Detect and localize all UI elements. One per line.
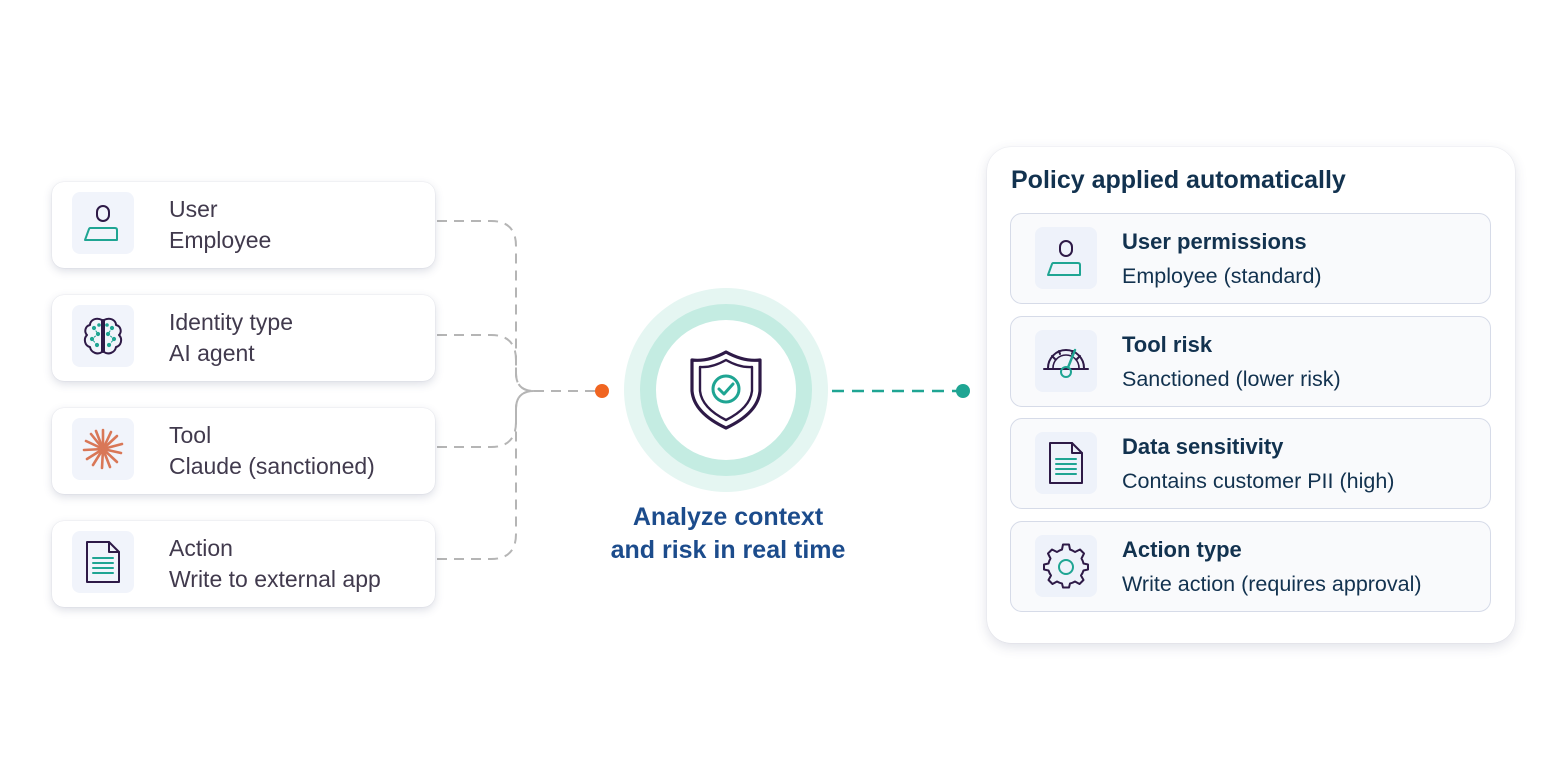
analysis-caption-line1: Analyze context xyxy=(632,503,824,531)
policy-item-value: Employee (standard) xyxy=(1122,264,1322,288)
connector-identity xyxy=(437,334,535,392)
shield-check-icon xyxy=(690,350,762,430)
policy-item-action-type: Action type Write action (requires appro… xyxy=(1010,521,1491,612)
input-value: Claude (sanctioned) xyxy=(169,453,375,479)
policy-item-label: Data sensitivity xyxy=(1122,434,1284,459)
input-label: Tool xyxy=(169,422,212,448)
output-dot xyxy=(956,384,970,398)
analysis-caption: Analyze context and risk in real time xyxy=(578,501,878,567)
input-value: Employee xyxy=(169,227,272,253)
gauge-icon xyxy=(1035,330,1097,392)
document-icon xyxy=(1035,432,1097,494)
input-label: User xyxy=(169,196,218,222)
analysis-ring-inner xyxy=(656,320,796,460)
user-icon xyxy=(1035,227,1097,289)
input-card-user: User Employee xyxy=(52,182,435,268)
policy-item-value: Contains customer PII (high) xyxy=(1122,469,1395,493)
connector-action xyxy=(437,390,535,560)
policy-item-tool-risk: Tool risk Sanctioned (lower risk) xyxy=(1010,316,1491,407)
policy-item-label: Action type xyxy=(1122,537,1242,562)
input-label: Identity type xyxy=(169,309,294,335)
policy-item-label: User permissions xyxy=(1122,229,1307,254)
policy-panel: Policy applied automatically User permis… xyxy=(987,147,1515,643)
input-label: Action xyxy=(169,535,233,561)
input-card-identity: Identity type AI agent xyxy=(52,295,435,381)
input-value: AI agent xyxy=(169,340,255,366)
policy-panel-title: Policy applied automatically xyxy=(1011,166,1346,194)
policy-item-value: Sanctioned (lower risk) xyxy=(1122,367,1341,391)
policy-item-data-sensitivity: Data sensitivity Contains customer PII (… xyxy=(1010,418,1491,509)
claude-starburst-icon xyxy=(72,418,134,480)
brain-icon xyxy=(72,305,134,367)
connector-user xyxy=(437,220,535,392)
analysis-caption-line2: and risk in real time xyxy=(610,536,846,564)
input-card-tool: Tool Claude (sanctioned) xyxy=(52,408,435,494)
gear-icon xyxy=(1035,535,1097,597)
policy-item-user-permissions: User permissions Employee (standard) xyxy=(1010,213,1491,304)
document-icon xyxy=(72,531,134,593)
input-card-action: Action Write to external app xyxy=(52,521,435,607)
policy-item-value: Write action (requires approval) xyxy=(1122,572,1422,596)
input-value: Write to external app xyxy=(169,566,381,592)
connector-tool xyxy=(437,390,535,448)
user-icon xyxy=(72,192,134,254)
analysis-node xyxy=(624,288,828,492)
merge-dot xyxy=(595,384,609,398)
policy-item-label: Tool risk xyxy=(1122,332,1213,357)
